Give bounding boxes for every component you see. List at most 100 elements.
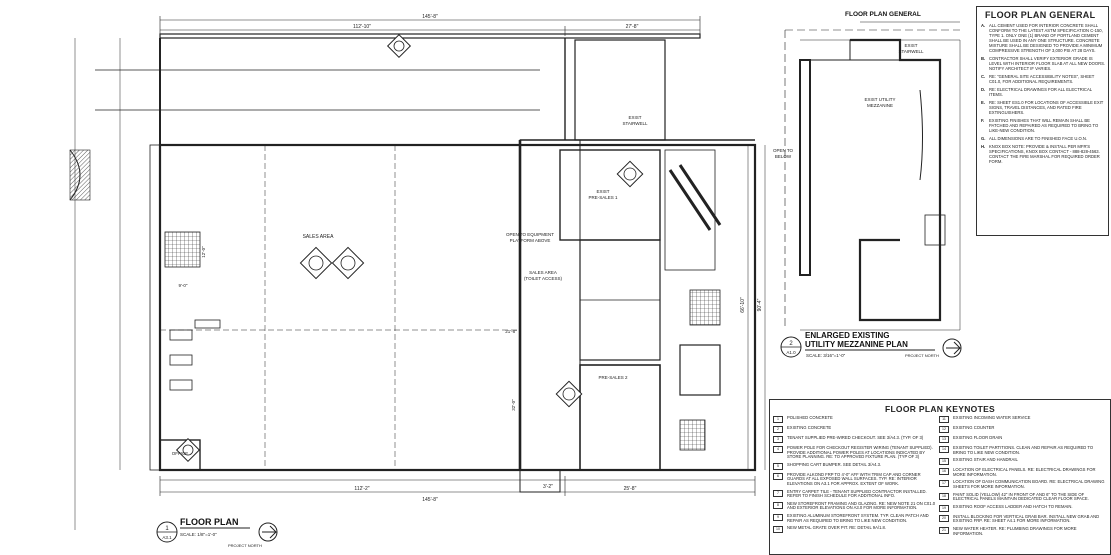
general-note-item: F.EXISTING FINISHES THAT WILL REMAIN SHA… bbox=[981, 118, 1106, 133]
mezz-open-below-2: BELOW bbox=[775, 154, 792, 159]
room-label-pre-sales-1-top: EXIST bbox=[596, 189, 609, 194]
mezz-ref-number: 2 bbox=[789, 341, 793, 347]
mezz-exist-util-2: MEZZANINE bbox=[867, 103, 893, 108]
keynote-text: PAINT SOLID (YELLOW) 42" IN FRONT OF AND… bbox=[953, 491, 1089, 502]
main-plan-ref-number: 1 bbox=[165, 526, 169, 532]
keynote-number: 1 bbox=[773, 416, 783, 423]
keynote-number: 21 bbox=[939, 526, 949, 534]
keynote-text: TENANT SUPPLIED PRE-WIRED CHECKOUT. SEE … bbox=[787, 435, 924, 440]
keynote-text: EXISTING STAIR AND HANDRAIL bbox=[953, 457, 1018, 463]
north-arrow-icon bbox=[258, 522, 278, 542]
main-floor-plan bbox=[69, 16, 766, 530]
dim-bottom-overall: 145'-8" bbox=[422, 497, 438, 503]
general-note-item: B.CONTRACTOR SHALL VERIFY EXTERIOR GRADE… bbox=[981, 56, 1106, 71]
mezz-title-line1: ENLARGED EXISTING bbox=[805, 331, 889, 340]
mezz-title-block: 2 A1.0 ENLARGED EXISTING UTILITY MEZZANI… bbox=[780, 331, 962, 358]
main-plan-north-label: PROJECT NORTH bbox=[228, 543, 262, 548]
keynote-number: 2 bbox=[773, 426, 783, 433]
mezz-header-fragment: FLOOR PLAN GENERAL bbox=[845, 11, 921, 18]
dim-bottom-left: 112'-2" bbox=[354, 486, 369, 492]
keynote-number: 13 bbox=[939, 436, 949, 443]
keynote-text: INSTALL BLOCKING FOR VERTICAL GRAB BAR. … bbox=[953, 513, 1100, 524]
general-note-item: G.ALL DIMENSIONS ARE TO FINISHED FACE U.… bbox=[981, 136, 1106, 141]
general-note-key: B. bbox=[981, 56, 986, 61]
mezz-scale: SCALE: 3/16"=1'-0" bbox=[806, 353, 846, 358]
section-marker-5[interactable] bbox=[386, 33, 412, 59]
mezzanine-plan bbox=[784, 21, 961, 331]
mezz-exist-stair-2: STAIRWELL bbox=[898, 49, 924, 54]
keynote-number: 16 bbox=[939, 468, 949, 476]
keynote-text: LOCATION OF ELECTRICAL PANELS. RE: ELECT… bbox=[953, 467, 1096, 477]
mezz-title-line2: UTILITY MEZZANINE PLAN bbox=[805, 340, 908, 349]
section-marker-1[interactable] bbox=[299, 246, 333, 280]
dim-mid-1: 32'-0" bbox=[511, 399, 516, 411]
general-note-text: ALL CEMENT USED FOR INTERIOR CONCRETE SH… bbox=[989, 23, 1103, 53]
room-label-equipment-sub: PLATFORM ABOVE bbox=[510, 238, 551, 243]
dim-top-overall: 145'-8" bbox=[422, 14, 438, 20]
parking-stripes bbox=[95, 69, 540, 111]
general-note-text: ALL DIMENSIONS ARE TO FINISHED FACE U.O.… bbox=[989, 136, 1088, 141]
general-note-key: G. bbox=[981, 136, 986, 141]
general-note-item: C.RE: "GENERAL SITE ACCESSIBILITY NOTES"… bbox=[981, 74, 1106, 84]
keynotes-title: FLOOR PLAN KEYNOTES bbox=[884, 404, 996, 414]
keynote-number: 8 bbox=[773, 501, 783, 509]
keynote-row: 21 NEW WATER HEATER. RE: PLUMBING DRAWING… bbox=[939, 525, 1105, 536]
general-note-key: D. bbox=[981, 87, 986, 92]
keynote-text: EXISTING ALUMINUM STOREFRONT SYSTEM. TYP… bbox=[787, 512, 929, 523]
general-notes-title: FLOOR PLAN GENERAL bbox=[985, 10, 1096, 20]
keynote-number: 18 bbox=[939, 492, 949, 500]
keynote-number: 19 bbox=[939, 504, 949, 512]
general-note-item: D.RE: ELECTRICAL DRAWINGS FOR ALL ELECTR… bbox=[981, 87, 1106, 97]
keynote-number: 6 bbox=[773, 472, 783, 480]
keynote-number: 17 bbox=[939, 480, 949, 488]
keynote-number: 20 bbox=[939, 514, 949, 522]
keynote-number: 14 bbox=[939, 446, 949, 453]
section-marker-3[interactable] bbox=[616, 160, 644, 188]
dim-top-left: 112'-10" bbox=[353, 24, 371, 30]
keynote-row: 17 LOCATION OF DASH COMMUNICATION BOARD. … bbox=[939, 480, 1105, 489]
main-plan-scale: SCALE: 1/8"=1'-0" bbox=[180, 532, 217, 537]
general-note-key: C. bbox=[981, 74, 986, 79]
general-note-text: EXISTING FINISHES THAT WILL REMAIN SHALL… bbox=[989, 118, 1099, 133]
keynote-text: EXISTING FLOOR DRAIN bbox=[953, 435, 1003, 440]
main-plan-ref-sheet: A3.1 bbox=[162, 535, 172, 540]
keynote-number: 9 bbox=[773, 513, 783, 521]
keynote-text: NEW WATER HEATER. RE: PLUMBING DRAWINGS … bbox=[953, 525, 1077, 536]
general-note-item: E.RE: SHEET ES1.0 FOR LOCATIONS OF ACCES… bbox=[981, 100, 1106, 115]
general-note-text: RE: ELECTRICAL DRAWINGS FOR ALL ELECTRIC… bbox=[989, 87, 1092, 97]
general-note-text: CONTRACTOR SHALL VERIFY EXTERIOR GRADE I… bbox=[989, 56, 1106, 71]
keynote-text: SHOPPING CART BUMPER. SEE DETAIL 3/A4.3. bbox=[787, 461, 882, 467]
general-notes-panel: FLOOR PLAN GENERAL A.ALL CEMENT USED FOR… bbox=[976, 6, 1109, 236]
dim-top-right: 27'-8" bbox=[626, 24, 639, 30]
keynote-row: 16 LOCATION OF ELECTRICAL PANELS. RE: ELE… bbox=[939, 467, 1105, 477]
keynote-text: NEW STOREFRONT FRAMING AND GLAZING. RE: … bbox=[787, 500, 936, 511]
section-marker-2[interactable] bbox=[331, 246, 365, 280]
keynote-text: LOCATION OF DASH COMMUNICATION BOARD. RE… bbox=[953, 479, 1105, 489]
keynote-row: 18 PAINT SOLID (YELLOW) 42" IN FRONT OF A… bbox=[939, 491, 1105, 502]
general-note-item: A.ALL CEMENT USED FOR INTERIOR CONCRETE … bbox=[981, 23, 1106, 53]
section-marker-4[interactable] bbox=[555, 380, 583, 408]
dim-bottom-right: 25'-8" bbox=[624, 486, 637, 492]
general-note-text: KNOX BOX NOTE: PROVIDE & INSTALL PER MFR… bbox=[989, 144, 1100, 164]
general-note-key: A. bbox=[981, 23, 986, 28]
keynote-text: EXISTING INCOMING WATER SERVICE bbox=[953, 415, 1031, 420]
mezz-open-below-1: OPEN TO bbox=[773, 148, 794, 153]
keynote-row: 8 NEW STOREFRONT FRAMING AND GLAZING. RE:… bbox=[773, 500, 939, 511]
dim-right-1: 66'-10" bbox=[740, 297, 746, 313]
section-marker-6[interactable] bbox=[175, 437, 201, 463]
mezz-exist-stair-1: EXIST bbox=[904, 43, 917, 48]
keynote-text: POWER POLE FOR CHECKOUT REGISTER WIRING … bbox=[787, 445, 933, 460]
room-label-sales-toilet-sub: (TOILET ACCESS) bbox=[524, 276, 563, 281]
room-label-stair: STAIRWELL bbox=[622, 121, 648, 126]
